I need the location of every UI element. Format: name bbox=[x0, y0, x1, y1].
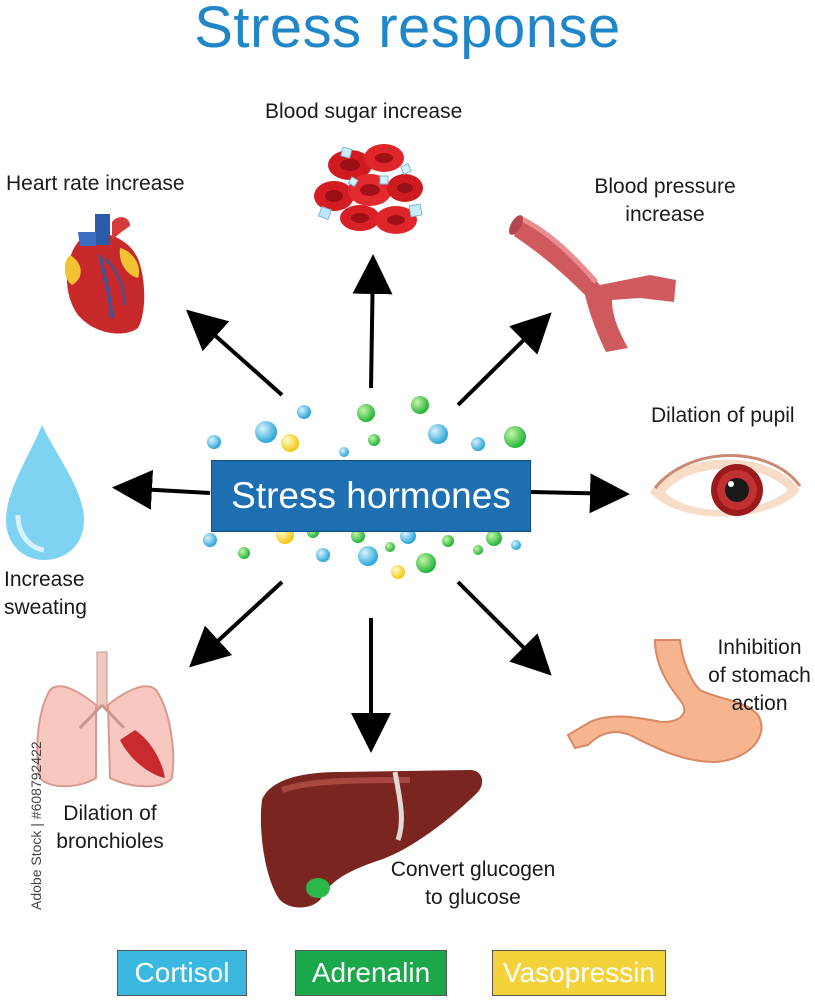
arrow-to-heart bbox=[186, 309, 284, 397]
blood-cells-icon bbox=[314, 144, 423, 234]
arrow-to-blood-pressure bbox=[456, 312, 552, 407]
legend-adrenalin: Adrenalin bbox=[295, 950, 447, 996]
page-title: Stress response bbox=[194, 0, 621, 60]
lungs-icon bbox=[36, 651, 175, 788]
water-drop-icon bbox=[6, 425, 84, 560]
stomach-label-line1: Inhibition bbox=[717, 636, 802, 659]
arrow-to-lungs bbox=[189, 580, 284, 668]
liver-icon bbox=[260, 770, 483, 908]
sweating-label-line2: sweating bbox=[4, 596, 87, 619]
sweating-label: Increase sweating bbox=[4, 566, 87, 622]
arrow-to-sweating bbox=[112, 469, 211, 510]
eye-icon bbox=[650, 454, 802, 517]
blood-pressure-label-line1: Blood pressure bbox=[594, 175, 736, 198]
bronchioles-label: Dilation of bronchioles bbox=[50, 800, 170, 856]
heart-icon bbox=[64, 214, 145, 334]
glucogen-label-line2: to glucose bbox=[425, 886, 521, 909]
glucogen-label-line1: Convert glucogen bbox=[390, 858, 556, 881]
arrow-to-pupil bbox=[530, 473, 630, 514]
arrow-to-stomach bbox=[456, 580, 552, 676]
blood-sugar-label: Blood sugar increase bbox=[265, 100, 463, 123]
stomach-label-line2: of stomach bbox=[708, 664, 811, 687]
blood-pressure-label-line2: increase bbox=[625, 203, 705, 226]
glucogen-label: Convert glucogen to glucose bbox=[383, 856, 563, 912]
hormone-particles bbox=[203, 396, 526, 579]
stress-hormones-box: Stress hormones bbox=[211, 460, 531, 532]
stomach-icon bbox=[566, 639, 763, 764]
stomach-label: Inhibition of stomach action bbox=[704, 634, 815, 718]
stomach-label-line3: action bbox=[731, 692, 788, 715]
blood-vessel-icon bbox=[509, 215, 676, 352]
heart-rate-label: Heart rate increase bbox=[6, 172, 185, 195]
stock-credit: Adobe Stock | #608792422 bbox=[28, 741, 44, 910]
blood-pressure-label: Blood pressure increase bbox=[590, 173, 740, 229]
bronchioles-label-line2: bronchioles bbox=[56, 830, 164, 853]
pupil-label: Dilation of pupil bbox=[651, 404, 795, 427]
bronchioles-label-line1: Dilation of bbox=[63, 802, 157, 825]
legend-cortisol: Cortisol bbox=[117, 950, 247, 996]
sweating-label-line1: Increase bbox=[4, 568, 85, 591]
legend-vasopressin: Vasopressin bbox=[492, 950, 666, 996]
arrow-to-blood-sugar bbox=[352, 254, 393, 389]
